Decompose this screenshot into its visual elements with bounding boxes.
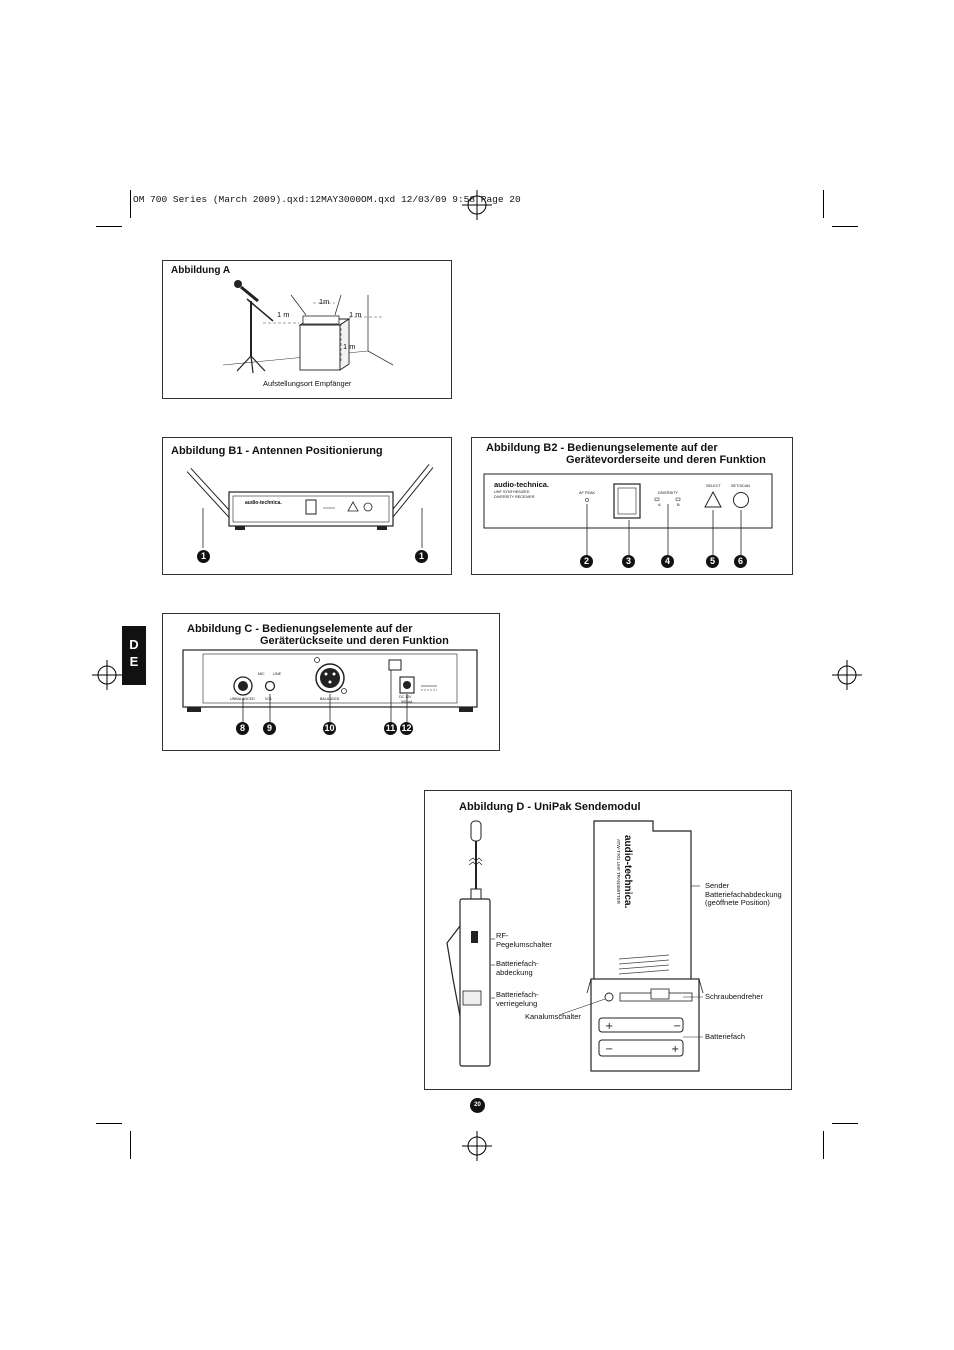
dimension-label-top: 1m [319,297,330,306]
crop-mark [823,1131,824,1159]
figure-b2-title-line1: Abbildung B2 - Bedienungselemente auf de… [486,442,718,454]
label-rf-switch: RF- Pegelumschalter [496,931,552,949]
language-tab-line2: E [129,654,139,669]
callout-3: 3 [622,555,635,568]
b2-model-line2: DIVERSITY RECEIVER [494,495,535,499]
figure-c-title-line1: Abbildung C - Bedienungselemente auf der [187,623,413,635]
receiver-antennas-illustration [186,464,434,548]
c-dc-label-line1: DC 12V [399,695,412,699]
crop-mark [832,1123,858,1124]
c-mic-label: MIC [258,672,265,676]
receiver-rear-panel-illustration [182,649,478,722]
label-screwdriver: Schraubendreher [705,992,763,1001]
label-battery-cover: Batteriefach- abdeckung [496,959,539,977]
unipak-transmitter-illustration: + − − + [446,820,704,1072]
registration-mark-top [462,190,492,220]
c-vol-label: VOL [265,697,273,701]
b2-diversity-a: A [658,502,661,507]
dimension-label-wall: 1 m [343,342,356,351]
b1-brand-logo: audio-technica. [245,500,282,506]
b2-brand-logo: audio-technica. [494,480,550,489]
registration-mark-bottom [462,1131,492,1161]
c-line-label: LINE [273,672,281,676]
b2-set-scan-label: SET/SCAN [731,484,750,488]
dimension-label-left: 1 m [277,310,290,319]
figure-b2: Abbildung B2 - Bedienungselemente auf de… [471,437,793,575]
label-channel-switch: Kanalumschalter [525,1012,581,1021]
figure-c-title-line2: Geräterückseite und deren Funktion [260,635,449,647]
figure-c: Abbildung C - Bedienungselemente auf der… [162,613,500,751]
file-header-line: OM 700 Series (March 2009).qxd:12MAY3000… [133,194,521,205]
registration-mark-right [832,660,862,690]
c-unbalanced-label: UNBALANCED [230,697,255,701]
label-rf-switch-line1: RF- [496,931,509,940]
figure-b2-title-line2: Gerätevorderseite und deren Funktion [566,454,766,466]
label-sender-line2: Batteriefachabdeckung [705,889,782,899]
crop-mark [130,1131,131,1159]
callout-6: 6 [734,555,747,568]
crop-mark [96,1123,122,1124]
figure-b1: Abbildung B1 - Antennen Positionierung a… [162,437,452,575]
crop-mark [130,190,131,218]
d-brand-logo: audio-technica. [622,835,633,909]
label-sender-line1: Sender [705,881,730,890]
label-sender-cover: Sender Batteriefachabdeckung (geöffnete … [705,881,782,908]
label-sender-line3: (geöffnete Position) [705,898,770,907]
transmitter-open-view: + − − + [558,820,704,1072]
label-battery-cover-line2: abdeckung [496,967,533,977]
room-placement-illustration [222,280,394,374]
figure-a-caption: Aufstellungsort Empfänger [263,379,352,388]
callout-5: 5 [706,555,719,568]
registration-mark-left [92,660,122,690]
transmitter-side-view [446,820,495,1067]
label-battery-cover-line1: Batteriefach- [496,959,539,968]
b2-select-label: SELECT [706,484,721,488]
crop-mark [832,226,858,227]
microphone-stand-icon [234,280,274,374]
callout-10: 10 [323,722,336,735]
label-battery-lock: Batteriefach- verriegelung [496,990,539,1008]
figure-a-title: Abbildung A [171,265,231,276]
callout-1-left: 1 [197,550,210,563]
dimension-label-right: 1 m [349,310,362,319]
c-dc-label-line2: 500mA [401,700,413,704]
crop-mark [823,190,824,218]
callout-8: 8 [236,722,249,735]
callout-11: 11 [384,722,397,735]
b2-af-peak-label: AF PEAK [579,491,596,495]
figure-b1-title: Abbildung B1 - Antennen Positionierung [171,445,383,457]
d-model-label: ATW-T701 UHF TRANSMITTER [616,839,621,905]
label-rf-switch-line2: Pegelumschalter [496,939,552,949]
svg-text:+: + [605,1021,613,1032]
figure-d-title: Abbildung D - UniPak Sendemodul [459,801,641,813]
b2-diversity-b: B [677,502,680,507]
svg-text:−: − [673,1021,681,1032]
callout-2: 2 [580,555,593,568]
b2-model-line1: UHF SYNTHESIZED [494,490,530,494]
svg-text:+: + [671,1044,679,1055]
label-battery-compartment: Batteriefach [705,1032,746,1041]
callout-4: 4 [661,555,674,568]
language-tab-line1: D [129,637,139,652]
svg-text:−: − [605,1044,613,1055]
language-tab: D E [122,626,146,685]
figure-d: Abbildung D - UniPak Sendemodul [424,790,792,1090]
crop-mark [96,226,122,227]
page-number: 20 [470,1098,485,1113]
b2-diversity-label: DIVERSITY [658,491,679,495]
c-balanced-label: BALANCED [320,697,340,701]
receiver-front-panel-illustration [483,473,773,556]
callout-1-right: 1 [415,550,428,563]
label-battery-lock-line1: Batteriefach- [496,990,539,999]
callout-9: 9 [263,722,276,735]
figure-a: Abbildung A 1 m 1m 1 m [162,260,452,399]
callout-12: 12 [400,722,413,735]
label-battery-lock-line2: verriegelung [496,998,538,1008]
receiver-cabinet-icon [290,294,351,371]
